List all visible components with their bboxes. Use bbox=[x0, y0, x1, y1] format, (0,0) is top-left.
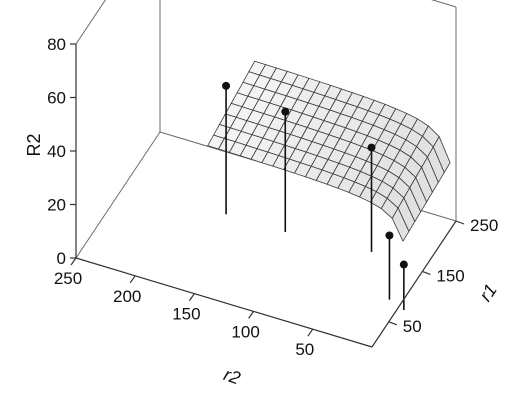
z-axis-tick-label: 20 bbox=[47, 196, 66, 215]
z-axis-tick-label: 0 bbox=[57, 249, 66, 268]
floor-back-edge-left bbox=[75, 131, 161, 259]
r2-axis-tick-label: 200 bbox=[113, 287, 141, 306]
r1-axis-tick-label: 150 bbox=[436, 266, 464, 285]
z-axis-tick-label: 80 bbox=[47, 35, 66, 54]
back-top-edge-left bbox=[75, 0, 106, 45]
r2-axis-tick bbox=[129, 275, 136, 284]
r2-axis-tick bbox=[70, 257, 77, 266]
r1-axis-tick bbox=[455, 220, 465, 225]
surface-layer bbox=[207, 60, 451, 243]
r1-axis-tick-label: 250 bbox=[470, 216, 498, 235]
r2-axis-tick-label: 100 bbox=[231, 322, 259, 341]
r2-axis-tick bbox=[248, 311, 255, 319]
r2-axis-tick-label: 250 bbox=[54, 269, 82, 288]
z-axis-tick-label: 40 bbox=[47, 142, 66, 161]
floor-front-edge-r1 bbox=[371, 220, 457, 348]
points-layer bbox=[222, 81, 408, 311]
data-point bbox=[367, 143, 376, 152]
data-point bbox=[385, 231, 394, 240]
surface-cell bbox=[391, 207, 410, 243]
r2-axis-tick bbox=[307, 328, 314, 337]
data-point bbox=[281, 107, 290, 116]
front-layer bbox=[70, 43, 465, 348]
z-axis-title: R2 bbox=[24, 133, 44, 156]
r2-axis-tick bbox=[188, 293, 195, 301]
floor-front-edge-r2 bbox=[75, 257, 373, 348]
r1-axis-title: r1 bbox=[475, 280, 501, 305]
r2-axis-tick-label: 50 bbox=[295, 340, 314, 359]
z-axis-tick-label: 60 bbox=[47, 89, 66, 108]
r2-axis-title: r2 bbox=[221, 364, 243, 388]
r2-axis-tick-label: 150 bbox=[172, 305, 200, 324]
r1-axis-tick-label: 50 bbox=[403, 317, 422, 336]
r1-axis-tick bbox=[422, 270, 431, 275]
data-point bbox=[399, 260, 408, 269]
back-top-edge-right bbox=[430, 0, 457, 8]
r1-axis-tick bbox=[388, 321, 398, 326]
data-point bbox=[222, 81, 231, 90]
